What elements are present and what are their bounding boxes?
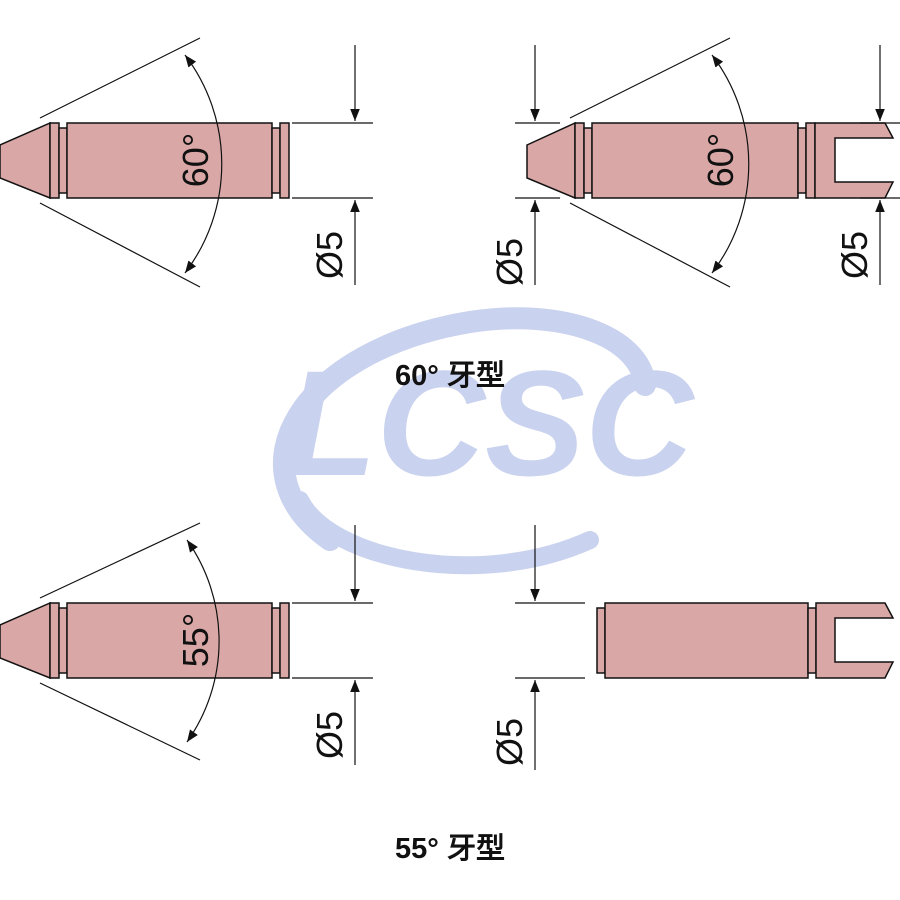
watermark-text: LCSC: [285, 339, 696, 507]
diameter-right-label-60-b: Ø5: [834, 231, 875, 279]
diameter-label-55-b: Ø5: [489, 718, 530, 766]
lcsc-watermark: LCSC: [273, 307, 696, 575]
diameter-label-60-a: Ø5: [309, 231, 350, 279]
angle-label-55-a: 55°: [175, 613, 216, 667]
pin-55-b: Ø5: [489, 525, 895, 770]
diameter-label-55-a: Ø5: [309, 711, 350, 759]
angle-label-60-a: 60°: [175, 133, 216, 187]
caption-60-thread: 60° 牙型: [395, 359, 505, 392]
caption-55-thread: 55° 牙型: [395, 832, 505, 865]
pin-55-a: 55° Ø5: [0, 522, 373, 765]
diameter-left-label-60-b: Ø5: [489, 238, 530, 286]
pin-60-b: 60° Ø5 Ø5: [489, 37, 900, 288]
angle-label-60-b: 60°: [700, 133, 741, 187]
pin-60-a: 60° Ø5: [0, 37, 373, 288]
